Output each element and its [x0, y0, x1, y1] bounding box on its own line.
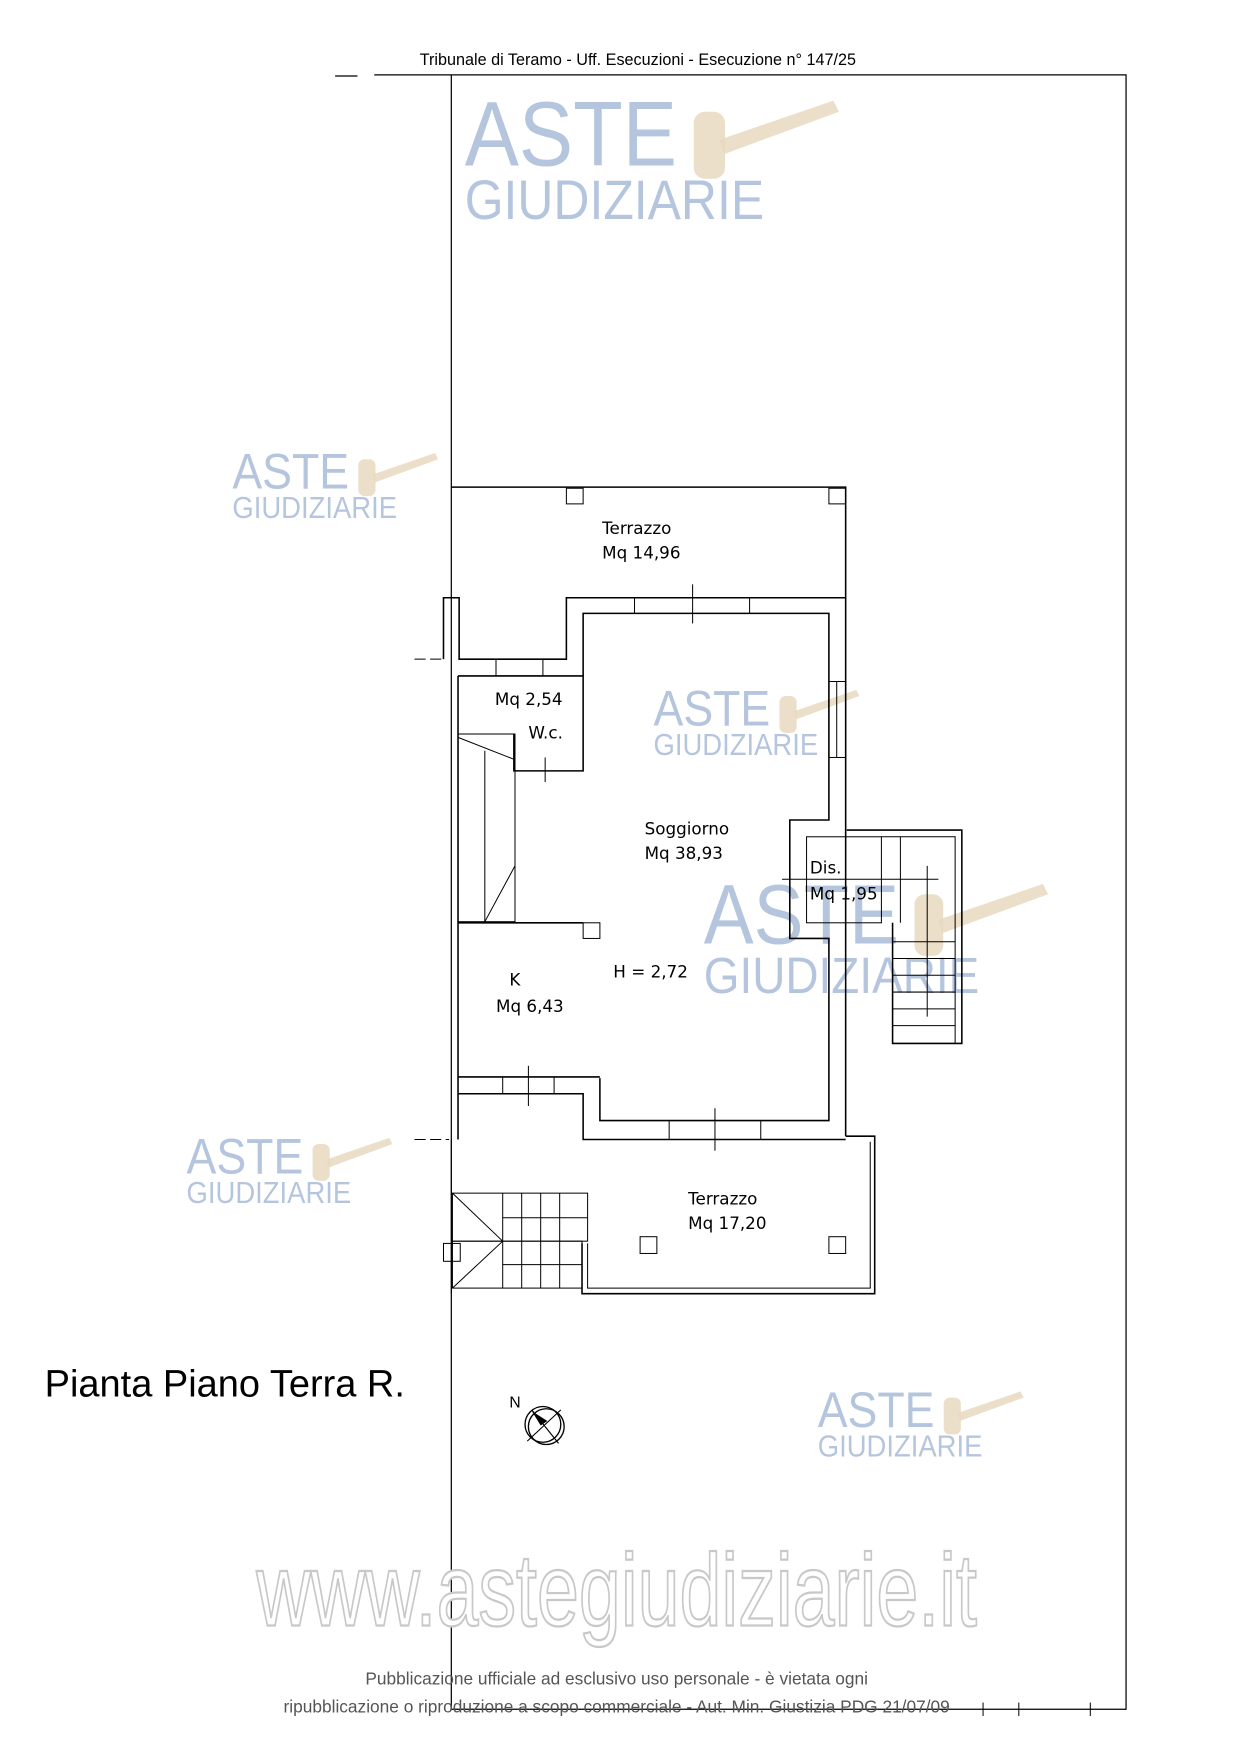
stair-left	[457, 733, 516, 923]
footer-line-2: ripubblicazione o riproduzione a scopo c…	[284, 1697, 950, 1717]
north-arrow-icon: N	[509, 1395, 565, 1446]
room-area-wc: Mq 2,54	[495, 689, 563, 709]
room-name-terrazzo-bottom: Terrazzo	[687, 1188, 757, 1208]
svg-text:GIUDIZIARIE: GIUDIZIARIE	[654, 727, 819, 762]
document-header: Tribunale di Teramo - Uff. Esecuzioni - …	[420, 51, 856, 69]
svg-text:ASTE: ASTE	[187, 1127, 304, 1184]
room-name-terrazzo-top: Terrazzo	[601, 518, 671, 538]
svg-text:GIUDIZIARIE: GIUDIZIARIE	[818, 1429, 983, 1464]
svg-text:ASTE: ASTE	[818, 1381, 935, 1438]
floor-plan: Terrazzo Mq 14,96 Mq 2,54 W.c. Soggiorno…	[414, 486, 963, 1295]
svg-text:N: N	[509, 1395, 520, 1412]
svg-text:GIUDIZIARIE: GIUDIZIARIE	[465, 168, 764, 231]
room-area-dis: Mq 1,95	[810, 883, 878, 903]
svg-text:ASTE: ASTE	[704, 868, 899, 962]
ceiling-height-label: H = 2,72	[613, 962, 688, 982]
room-area-k: Mq 6,43	[496, 996, 564, 1016]
watermark-logo: ASTE GIUDIZIARIE	[818, 1381, 1024, 1464]
svg-text:ASTE: ASTE	[232, 443, 349, 500]
room-name-k: K	[509, 969, 521, 989]
watermark-logo: ASTE GIUDIZIARIE	[704, 868, 1049, 1004]
stair-bottom	[451, 1192, 589, 1289]
plan-title: Pianta Piano Terra R.	[45, 1363, 405, 1405]
room-area-terrazzo-top: Mq 14,96	[602, 543, 680, 563]
svg-text:ASTE: ASTE	[465, 83, 677, 185]
footer-line-1: Pubblicazione ufficiale ad esclusivo uso…	[365, 1669, 868, 1689]
svg-text:GIUDIZIARIE: GIUDIZIARIE	[187, 1175, 352, 1210]
stair-right	[781, 829, 963, 1045]
room-name-dis: Dis.	[810, 858, 842, 878]
room-name-soggiorno: Soggiorno	[645, 819, 730, 839]
room-name-wc: W.c.	[528, 722, 562, 742]
url-watermark: www.astegiudiziarie.it	[256, 1532, 977, 1647]
svg-text:ASTE: ASTE	[654, 680, 771, 737]
watermark-logo: ASTE GIUDIZIARIE	[465, 83, 839, 231]
watermark-logo: ASTE GIUDIZIARIE	[187, 1127, 393, 1210]
room-area-terrazzo-bottom: Mq 17,20	[688, 1213, 766, 1233]
svg-text:GIUDIZIARIE: GIUDIZIARIE	[232, 490, 397, 525]
watermark-logo: ASTE GIUDIZIARIE	[654, 680, 860, 762]
room-area-soggiorno: Mq 38,93	[645, 843, 723, 863]
watermark-logo: ASTE GIUDIZIARIE	[232, 443, 439, 525]
